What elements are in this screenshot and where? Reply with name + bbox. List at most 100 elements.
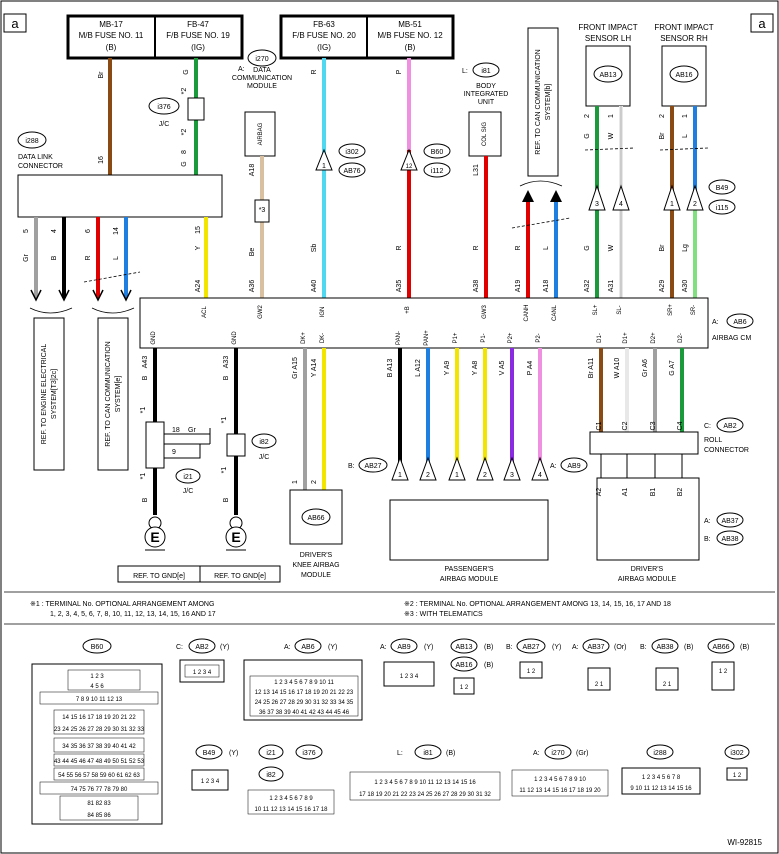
ptri-6 [531,456,549,481]
wire-label-r-b: R [396,245,403,250]
i270-box [244,111,276,157]
drv-label2: AIRBAG MODULE [618,576,677,583]
sig-gw3: GW3 [482,305,488,319]
i81-box [468,111,502,157]
sig-p1-plus: P1+ [453,332,459,343]
arrow-gr [30,289,42,302]
roll-id: AB2 [723,423,736,430]
sig-pan-plus: PAN+ [424,330,430,346]
ptri-4-l: 2 [483,472,487,479]
b60-pins-11: 84 85 86 [87,813,111,819]
ptri-3 [448,456,466,481]
drv-label1: DRIVER'S [631,566,664,573]
sensor-lh-badge [593,65,623,83]
drv-prefix2: B: [704,536,711,543]
jc-i21-pin18: 18 [172,427,180,434]
b60-pins-2: 4 5 6 [90,684,104,690]
conn-ab9-color: (Y) [424,644,433,651]
b60-r8 [59,795,139,821]
jc-i82-id: i82 [259,439,268,446]
sig-d1-minus: D1- [597,333,603,343]
pin-a35: A35 [396,280,403,293]
pin-5: 5 [23,229,30,233]
sensor-lh-pin1: 1 [608,114,615,118]
gnd2-symbol [225,526,247,548]
i270-label2: COMMUNICATION [232,75,292,82]
tri-2-rh-label: 2 [693,201,697,208]
conn-ab6-prefix: A: [284,644,291,651]
conn-i270-prefix: A: [533,750,540,757]
sig-sr-minus: SR- [691,305,697,315]
i81-row1: 1 2 3 4 5 6 7 8 9 10 11 12 13 14 15 16 [374,780,476,786]
connector-triangle-12 [400,148,418,171]
sig-acl: ACL [202,306,208,318]
ab6-row1: 1 2 3 4 5 6 7 8 9 10 11 [274,680,334,686]
conn-ab38-badge [651,638,679,654]
sig-p2-minus: P2- [536,333,542,342]
wl-d1-minus: Br A11 [588,358,595,379]
i81-label1: BODY [476,83,496,90]
b60-pins-1: 1 2 3 [90,674,104,680]
sensor-rh-wire-br: Br [659,132,666,140]
ref-engine-line2: SYSTEM[T3]2c] [51,369,58,419]
conn-i270-id: i270 [551,750,564,757]
ab9-id: AB9 [567,463,580,470]
connector-triangle-1 [315,148,333,171]
jc-i376-sub: J/C [159,121,170,128]
i302-badge [338,143,366,159]
ab27-pins: 1 2 [527,669,536,675]
b60-pins-8: 54 55 56 57 58 59 60 61 62 63 [58,773,140,779]
ab27-badge [358,457,388,473]
ab6-row3: 24 25 26 27 28 29 30 31 32 33 34 35 [255,700,354,706]
i270-inner: AIRBAG [258,122,264,145]
roll-connector-box [589,431,699,455]
corner-label-box-left [3,13,27,33]
data-link-label2: CONNECTOR [18,163,63,170]
roll-c3: C3 [650,421,657,430]
conn-ab2-pinnums: 1 2 3 4 [193,670,212,676]
gnd2-note-top: *1 [221,417,228,424]
b60-r1 [67,669,141,691]
wl-d1-plus: W A10 [614,358,621,379]
wire-label-b-gnd1: B [142,375,149,380]
note-2: ※2 : TERMINAL No. OPTIONAL ARRANGEMENT A… [404,601,671,608]
i302-id: i302 [345,149,358,156]
pin-a18-top: A18 [249,164,256,177]
ab6-row4: 36 37 38 39 40 41 42 43 44 45 46 [259,710,350,716]
corner-label-right: a [758,16,766,31]
wire-label-g-sl: G [584,245,591,250]
ptri-4 [476,456,494,481]
conn-i81-badge [414,744,442,760]
fuse-mb51-code: MB-51 [398,20,422,29]
sensor-lh-wire-g: G [584,133,591,138]
conn-ab27-color: (Y) [552,644,561,651]
ab27-id: AB27 [364,463,381,470]
roll-prefix: C: [704,423,711,430]
fuse-mb17-power: (B) [106,43,117,52]
jc-i21-badge [175,468,201,484]
conn-b49-color: (Y) [229,750,238,757]
b49-pins: 1 2 3 4 [201,779,220,785]
knee-label3: MODULE [301,572,331,579]
note-2-marker-b: *2 [181,129,188,136]
b60-r4 [53,737,145,753]
wire-label-br-sr: Br [659,244,666,252]
i81-row2: 17 18 19 20 21 22 23 24 25 26 27 28 29 3… [359,792,491,798]
sensor-rh-id: AB16 [675,72,692,79]
wl-d2-plus: Gr A6 [642,359,649,377]
ab6-row2: 12 13 14 15 16 17 18 19 20 21 22 23 [255,690,354,696]
conn-i81-id: i81 [423,750,432,757]
twist-marker-top [511,217,571,229]
arrow-b [58,289,70,302]
passenger-wire-labels: B A13 L A12 Y A9 Y A8 V A5 P A4 [387,359,534,378]
wire-label-g-low: G [181,161,188,166]
conn-i81-prefix: L: [397,750,403,757]
pin-a32: A32 [584,280,591,293]
twist-marker-left [83,271,141,283]
jc-i21-gr: Gr [188,427,196,434]
b60-pins-6: 34 35 36 37 38 39 40 41 42 [62,744,136,750]
pin-a43: A43 [142,356,149,369]
pin-a36: A36 [249,280,256,293]
wire-label-canh: R [515,245,522,250]
wire-label-sb: Sb [311,244,318,253]
